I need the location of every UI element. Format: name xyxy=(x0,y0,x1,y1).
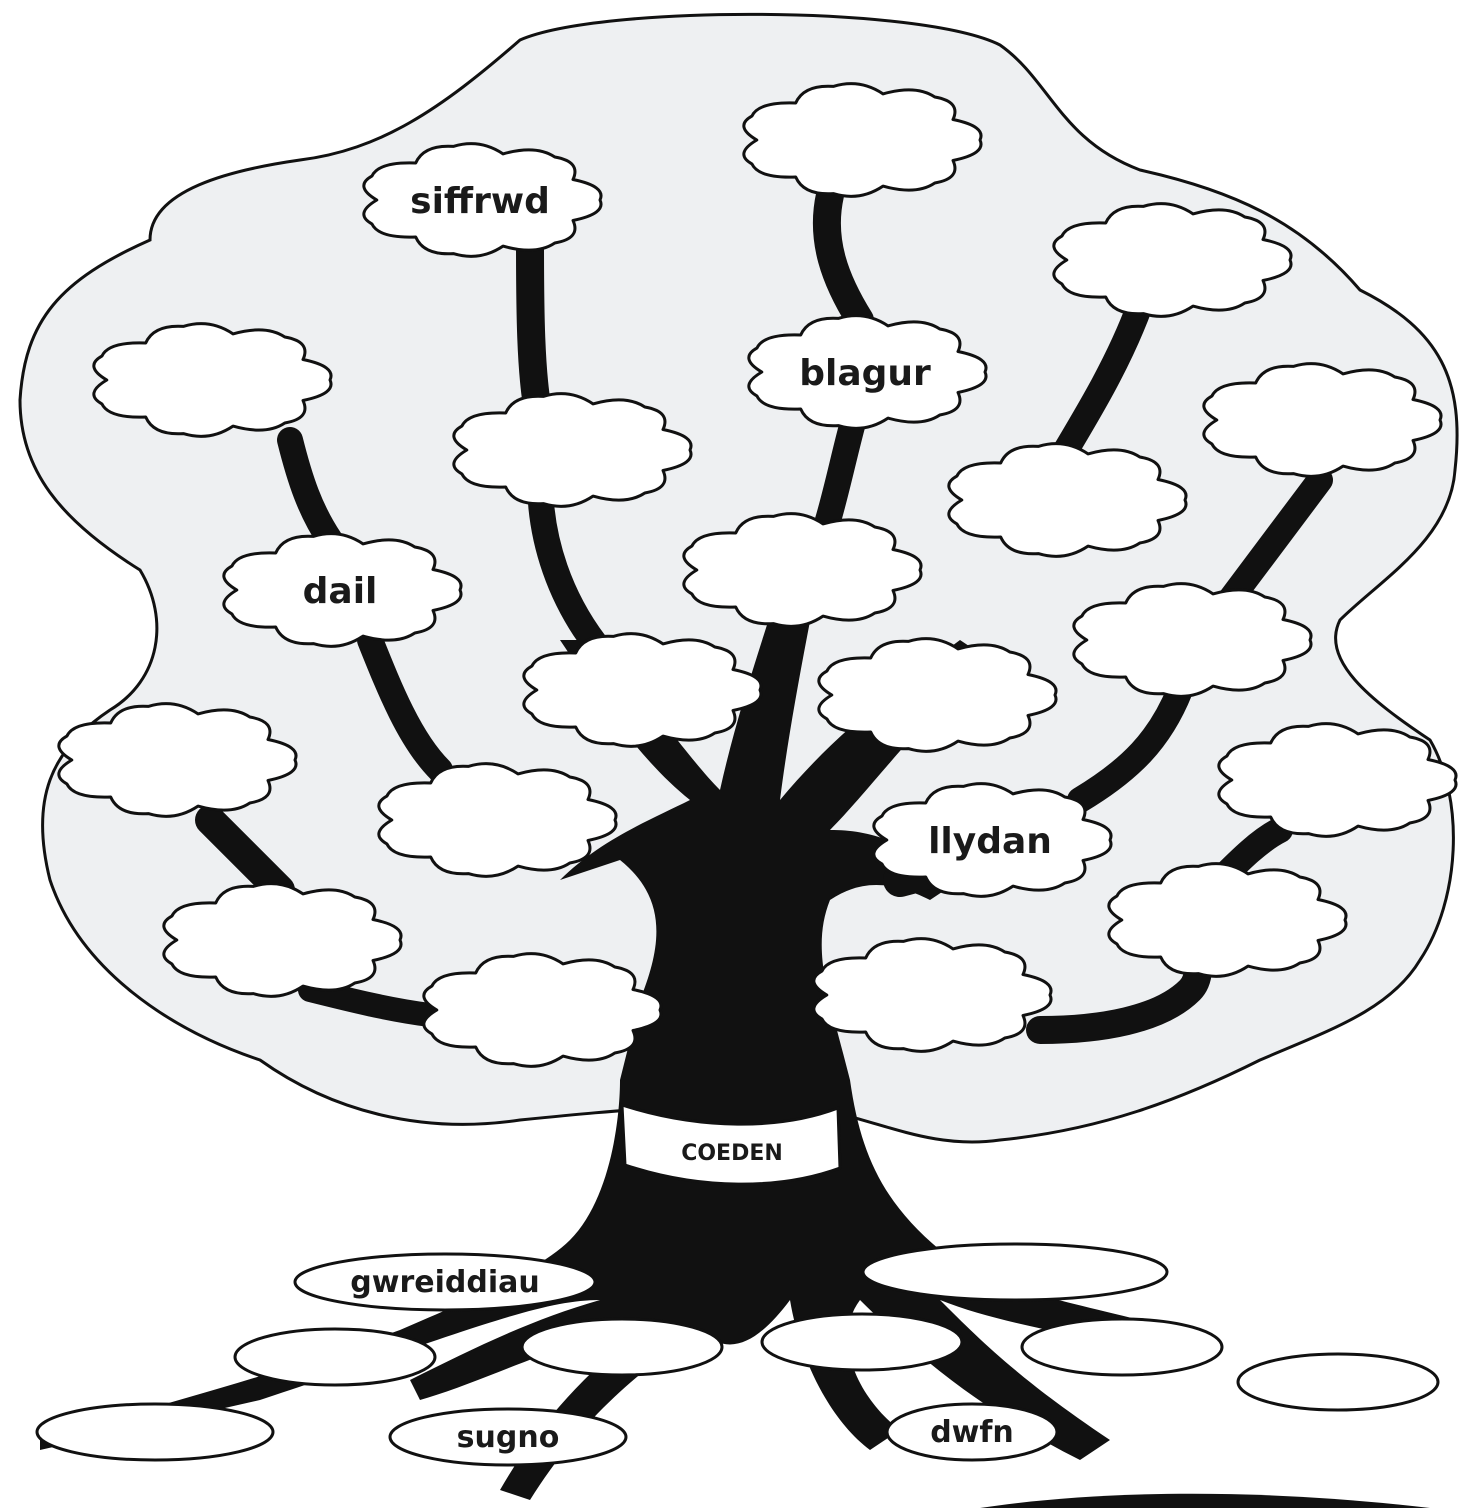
leaf-cloud xyxy=(57,702,298,818)
leaf-cloud xyxy=(92,322,333,438)
leaf-cloud xyxy=(872,782,1113,898)
branch xyxy=(812,181,874,334)
root-oval xyxy=(760,1312,964,1372)
root-oval xyxy=(388,1407,628,1467)
leaf-cloud xyxy=(162,882,403,998)
root-oval xyxy=(1236,1352,1440,1412)
leaf-cloud xyxy=(742,82,983,198)
leaf-cloud xyxy=(1107,862,1348,978)
leaf-cloud xyxy=(362,142,603,258)
leaf-cloud xyxy=(947,442,1188,558)
leaf-cloud xyxy=(682,512,923,628)
leaf-cloud xyxy=(1202,362,1443,478)
leaf-cloud xyxy=(452,392,693,508)
leaf-label: dail xyxy=(303,571,378,612)
branch xyxy=(357,627,453,783)
leaf-cloud xyxy=(377,762,618,878)
leaf-label: siffrwd xyxy=(410,181,550,222)
leaf-label: blagur xyxy=(799,353,931,394)
leaf-cloud xyxy=(1072,582,1313,698)
root-oval xyxy=(233,1327,437,1387)
root-label: sugno xyxy=(457,1420,560,1455)
branch xyxy=(1067,677,1193,813)
leaf-cloud xyxy=(747,314,988,430)
trunk-band xyxy=(620,1102,842,1186)
root-label: dwfn xyxy=(930,1415,1014,1450)
root-oval xyxy=(861,1242,1169,1302)
root-label: gwreiddiau xyxy=(350,1265,539,1300)
root-oval xyxy=(520,1317,724,1377)
trunk-label: COEDEN xyxy=(681,1141,783,1166)
leaf-group: siffrwd blagur dail llydan xyxy=(57,82,1458,1068)
root-group: gwreiddiau sugno dwfn xyxy=(35,1242,1440,1467)
root-oval xyxy=(885,1402,1059,1462)
leaf-cloud xyxy=(1217,722,1458,838)
ground-line xyxy=(980,1493,1430,1508)
leaf-label: llydan xyxy=(928,821,1052,862)
leaf-cloud xyxy=(422,952,663,1068)
leaf-cloud xyxy=(812,937,1053,1053)
branch xyxy=(1047,292,1153,473)
branch xyxy=(1217,467,1333,613)
leaf-cloud xyxy=(522,632,763,748)
leaf-cloud xyxy=(222,532,463,648)
branch xyxy=(516,226,554,434)
leaf-cloud xyxy=(1052,202,1293,318)
trunk xyxy=(40,520,1140,1500)
root-oval xyxy=(293,1252,597,1312)
root-oval xyxy=(35,1402,275,1462)
root-oval xyxy=(1020,1317,1224,1377)
branch xyxy=(298,978,442,1027)
leaf-cloud xyxy=(817,637,1058,753)
branch xyxy=(277,427,343,553)
